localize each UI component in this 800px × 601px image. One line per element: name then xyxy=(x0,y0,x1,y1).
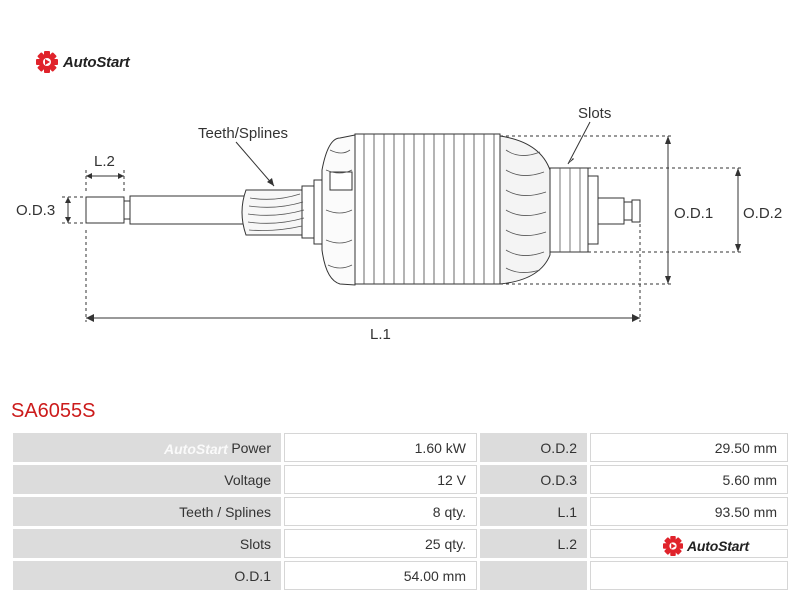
spec-value: 54.00 mm xyxy=(284,561,477,590)
splines-gear xyxy=(241,189,308,236)
table-row: Voltage 12 V O.D.3 5.60 mm xyxy=(13,465,788,494)
spec-value: 8 qty. xyxy=(284,497,477,526)
spec-value: 29.50 mm xyxy=(590,433,788,462)
slots-label: Slots xyxy=(578,105,611,122)
brand-name: AutoStart xyxy=(687,538,749,554)
spec-label: Teeth / Splines xyxy=(13,497,281,526)
spec-label: L.2 xyxy=(480,529,587,558)
od1-label: O.D.1 xyxy=(674,205,713,222)
spec-label: L.1 xyxy=(480,497,587,526)
commutator-winding xyxy=(499,135,551,285)
table-row: Power 1.60 kW O.D.2 29.50 mm xyxy=(13,433,788,462)
teeth-label: Teeth/Splines xyxy=(198,125,288,142)
spec-label: Voltage xyxy=(13,465,281,494)
autostart-logo-icon xyxy=(36,51,58,73)
spec-label: O.D.3 xyxy=(480,465,587,494)
armature-core xyxy=(354,133,501,285)
spec-label: Slots xyxy=(13,529,281,558)
od3-label: O.D.3 xyxy=(16,202,55,219)
table-row: Slots 25 qty. L.2 xyxy=(13,529,788,558)
spec-label xyxy=(480,561,587,590)
spec-label: O.D.1 xyxy=(13,561,281,590)
table-row: O.D.1 54.00 mm xyxy=(13,561,788,590)
brand-logo-overlay: AutoStart xyxy=(663,536,749,556)
spec-label: O.D.2 xyxy=(480,433,587,462)
l1-label: L.1 xyxy=(370,326,391,343)
spec-value: 12 V xyxy=(284,465,477,494)
spec-value: 1.60 kW xyxy=(284,433,477,462)
specs-table: Power 1.60 kW O.D.2 29.50 mm Voltage 12 … xyxy=(10,430,791,593)
spec-value: 25 qty. xyxy=(284,529,477,558)
product-code: SA6055S xyxy=(11,400,96,422)
shaft-tip xyxy=(85,196,125,224)
spec-label: Power xyxy=(13,433,281,462)
spec-value: 5.60 mm xyxy=(590,465,788,494)
spec-value: 93.50 mm xyxy=(590,497,788,526)
brand-name: AutoStart xyxy=(63,53,130,71)
armature-drawing: Teeth/Splines Slots L.2 O.D.3 O.D.1 O.D.… xyxy=(16,105,782,343)
l2-label: L.2 xyxy=(94,153,115,170)
spec-value xyxy=(590,529,788,558)
od2-label: O.D.2 xyxy=(743,205,782,222)
spec-value xyxy=(590,561,788,590)
table-row: Teeth / Splines 8 qty. L.1 93.50 mm xyxy=(13,497,788,526)
autostart-logo-icon xyxy=(663,536,683,556)
brand-logo: AutoStart xyxy=(36,50,130,74)
shaft-body xyxy=(129,195,247,225)
